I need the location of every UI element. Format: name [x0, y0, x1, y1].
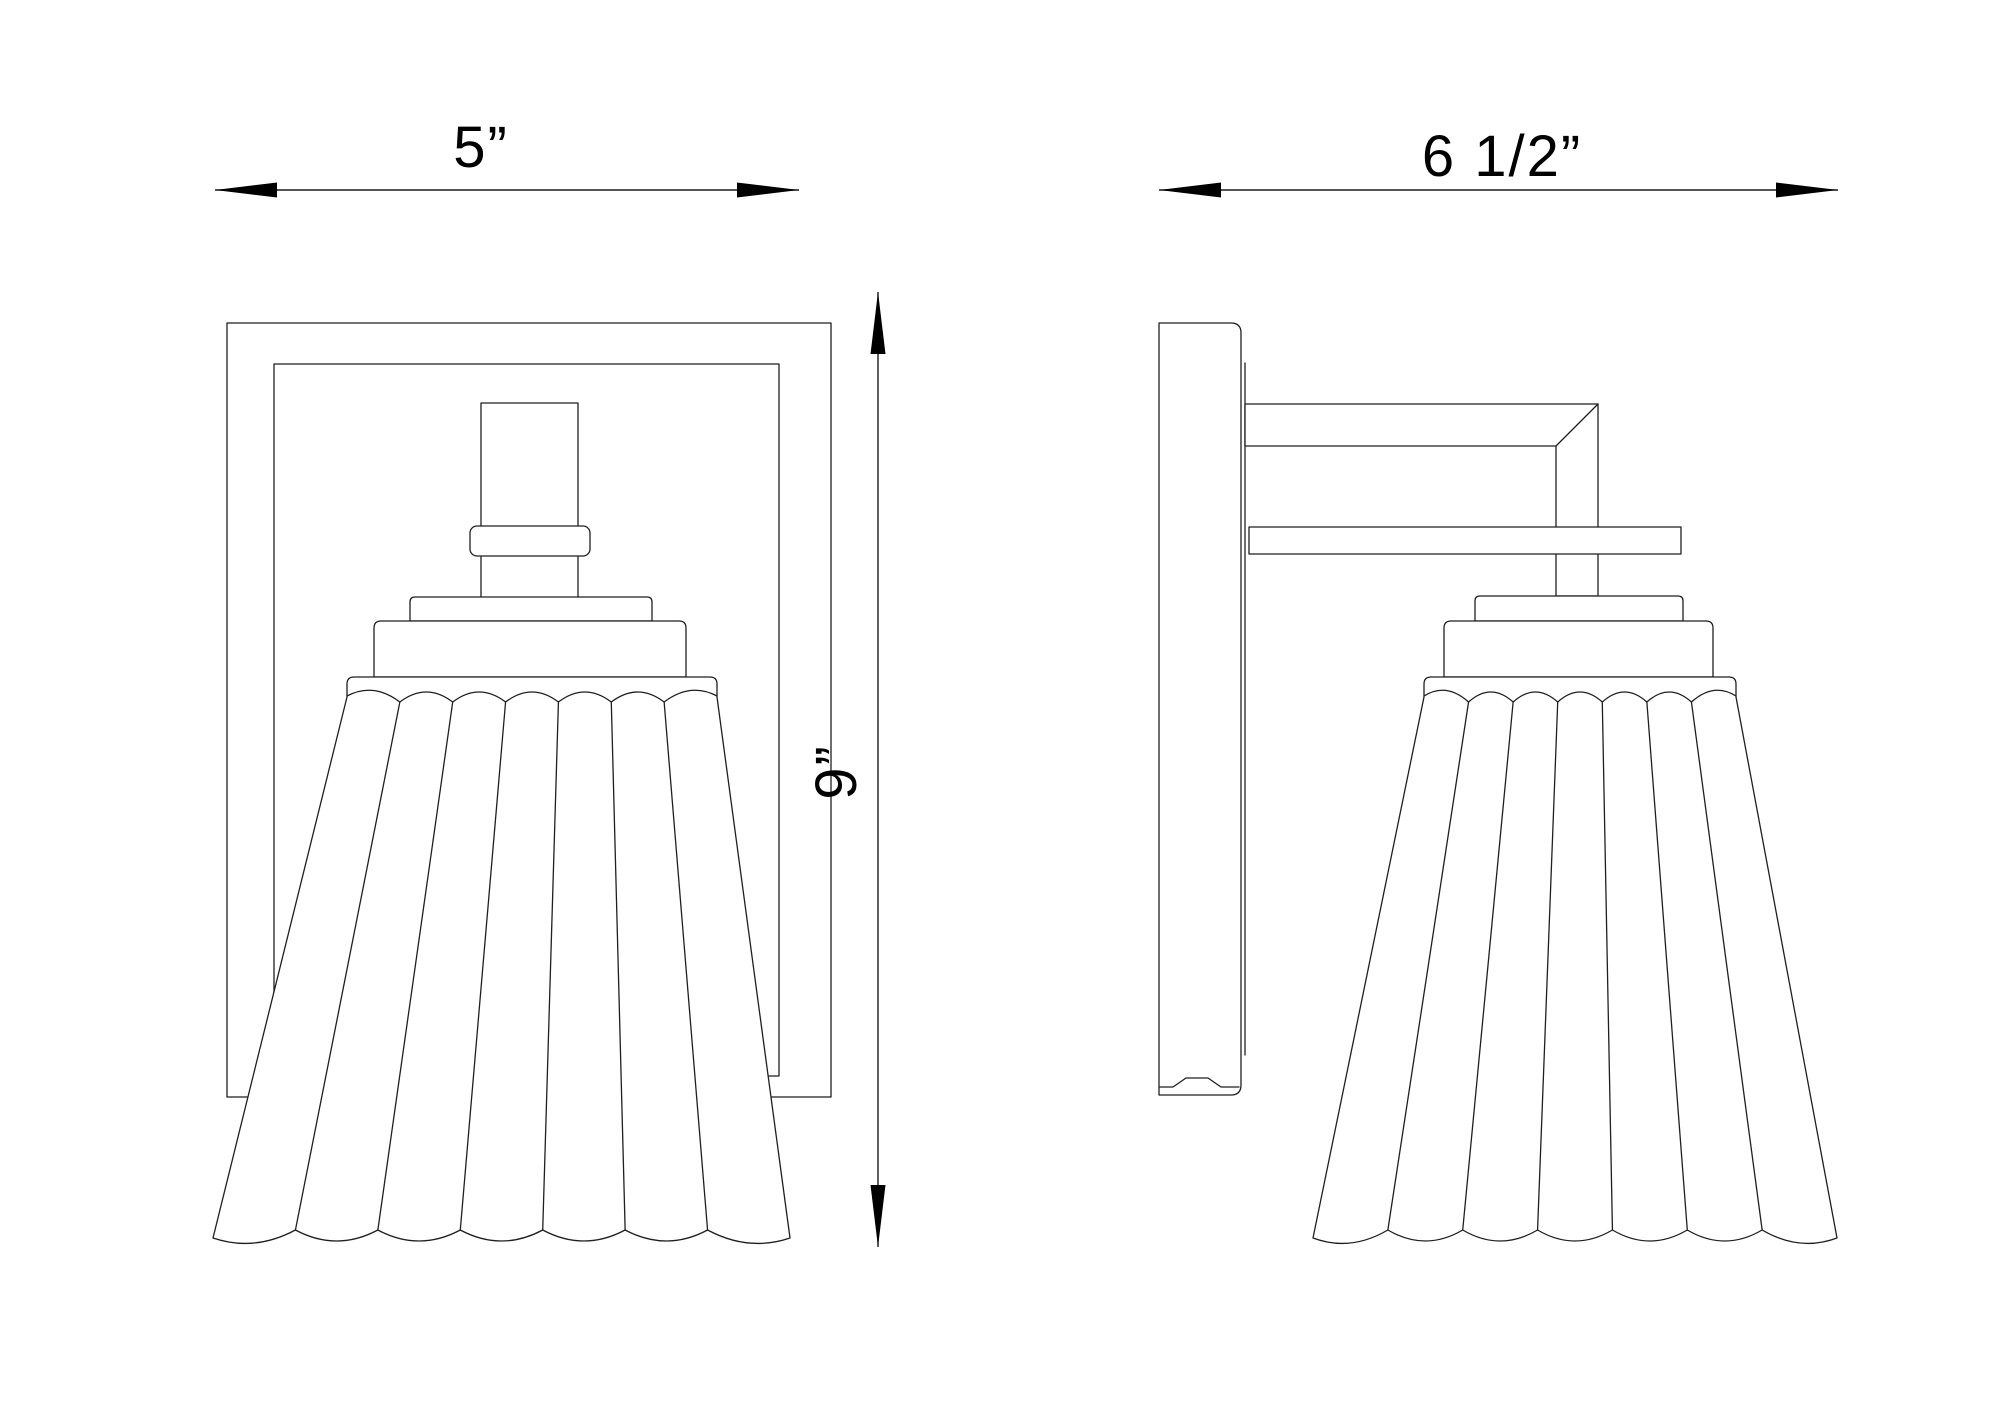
height-dimension-label: 9” [804, 744, 869, 800]
side-arm [1244, 403, 1599, 597]
front-view [212, 322, 832, 1245]
side-socket-step-upper [1474, 595, 1684, 622]
height-arrow-top-icon [870, 292, 886, 354]
front-socket-step-lower [373, 620, 687, 678]
front-collar [469, 525, 591, 557]
front-shade-rim-scallops [346, 689, 718, 703]
dimension-width: 5” [215, 115, 799, 198]
front-shade-flute-lines [294, 701, 709, 1231]
width-arrow-left-icon [215, 182, 277, 198]
depth-arrow-left-icon [1159, 182, 1221, 198]
side-view [1158, 322, 1838, 1244]
side-socket-step-lower [1443, 620, 1714, 678]
depth-dimension-label: 6 1/2” [1422, 124, 1582, 189]
side-wall-plate [1158, 322, 1242, 1096]
side-plate-bottom-notch [1159, 1077, 1240, 1088]
side-shade-rim-scallops [1423, 689, 1737, 703]
front-socket-step-upper [409, 596, 653, 622]
depth-arrow-right-icon [1776, 182, 1838, 198]
side-shade-outline [1312, 676, 1838, 1244]
side-arm-bevel-line [1555, 403, 1599, 447]
dimension-height: 9” [804, 292, 886, 1247]
side-crossbar [1248, 526, 1682, 555]
front-stem [480, 402, 579, 602]
front-shade-outline [212, 676, 791, 1245]
side-shade-flute-lines [1387, 701, 1763, 1231]
width-dimension-label: 5” [453, 115, 509, 180]
dimension-depth: 6 1/2” [1159, 124, 1838, 198]
height-arrow-bottom-icon [870, 1185, 886, 1247]
width-arrow-right-icon [737, 182, 799, 198]
